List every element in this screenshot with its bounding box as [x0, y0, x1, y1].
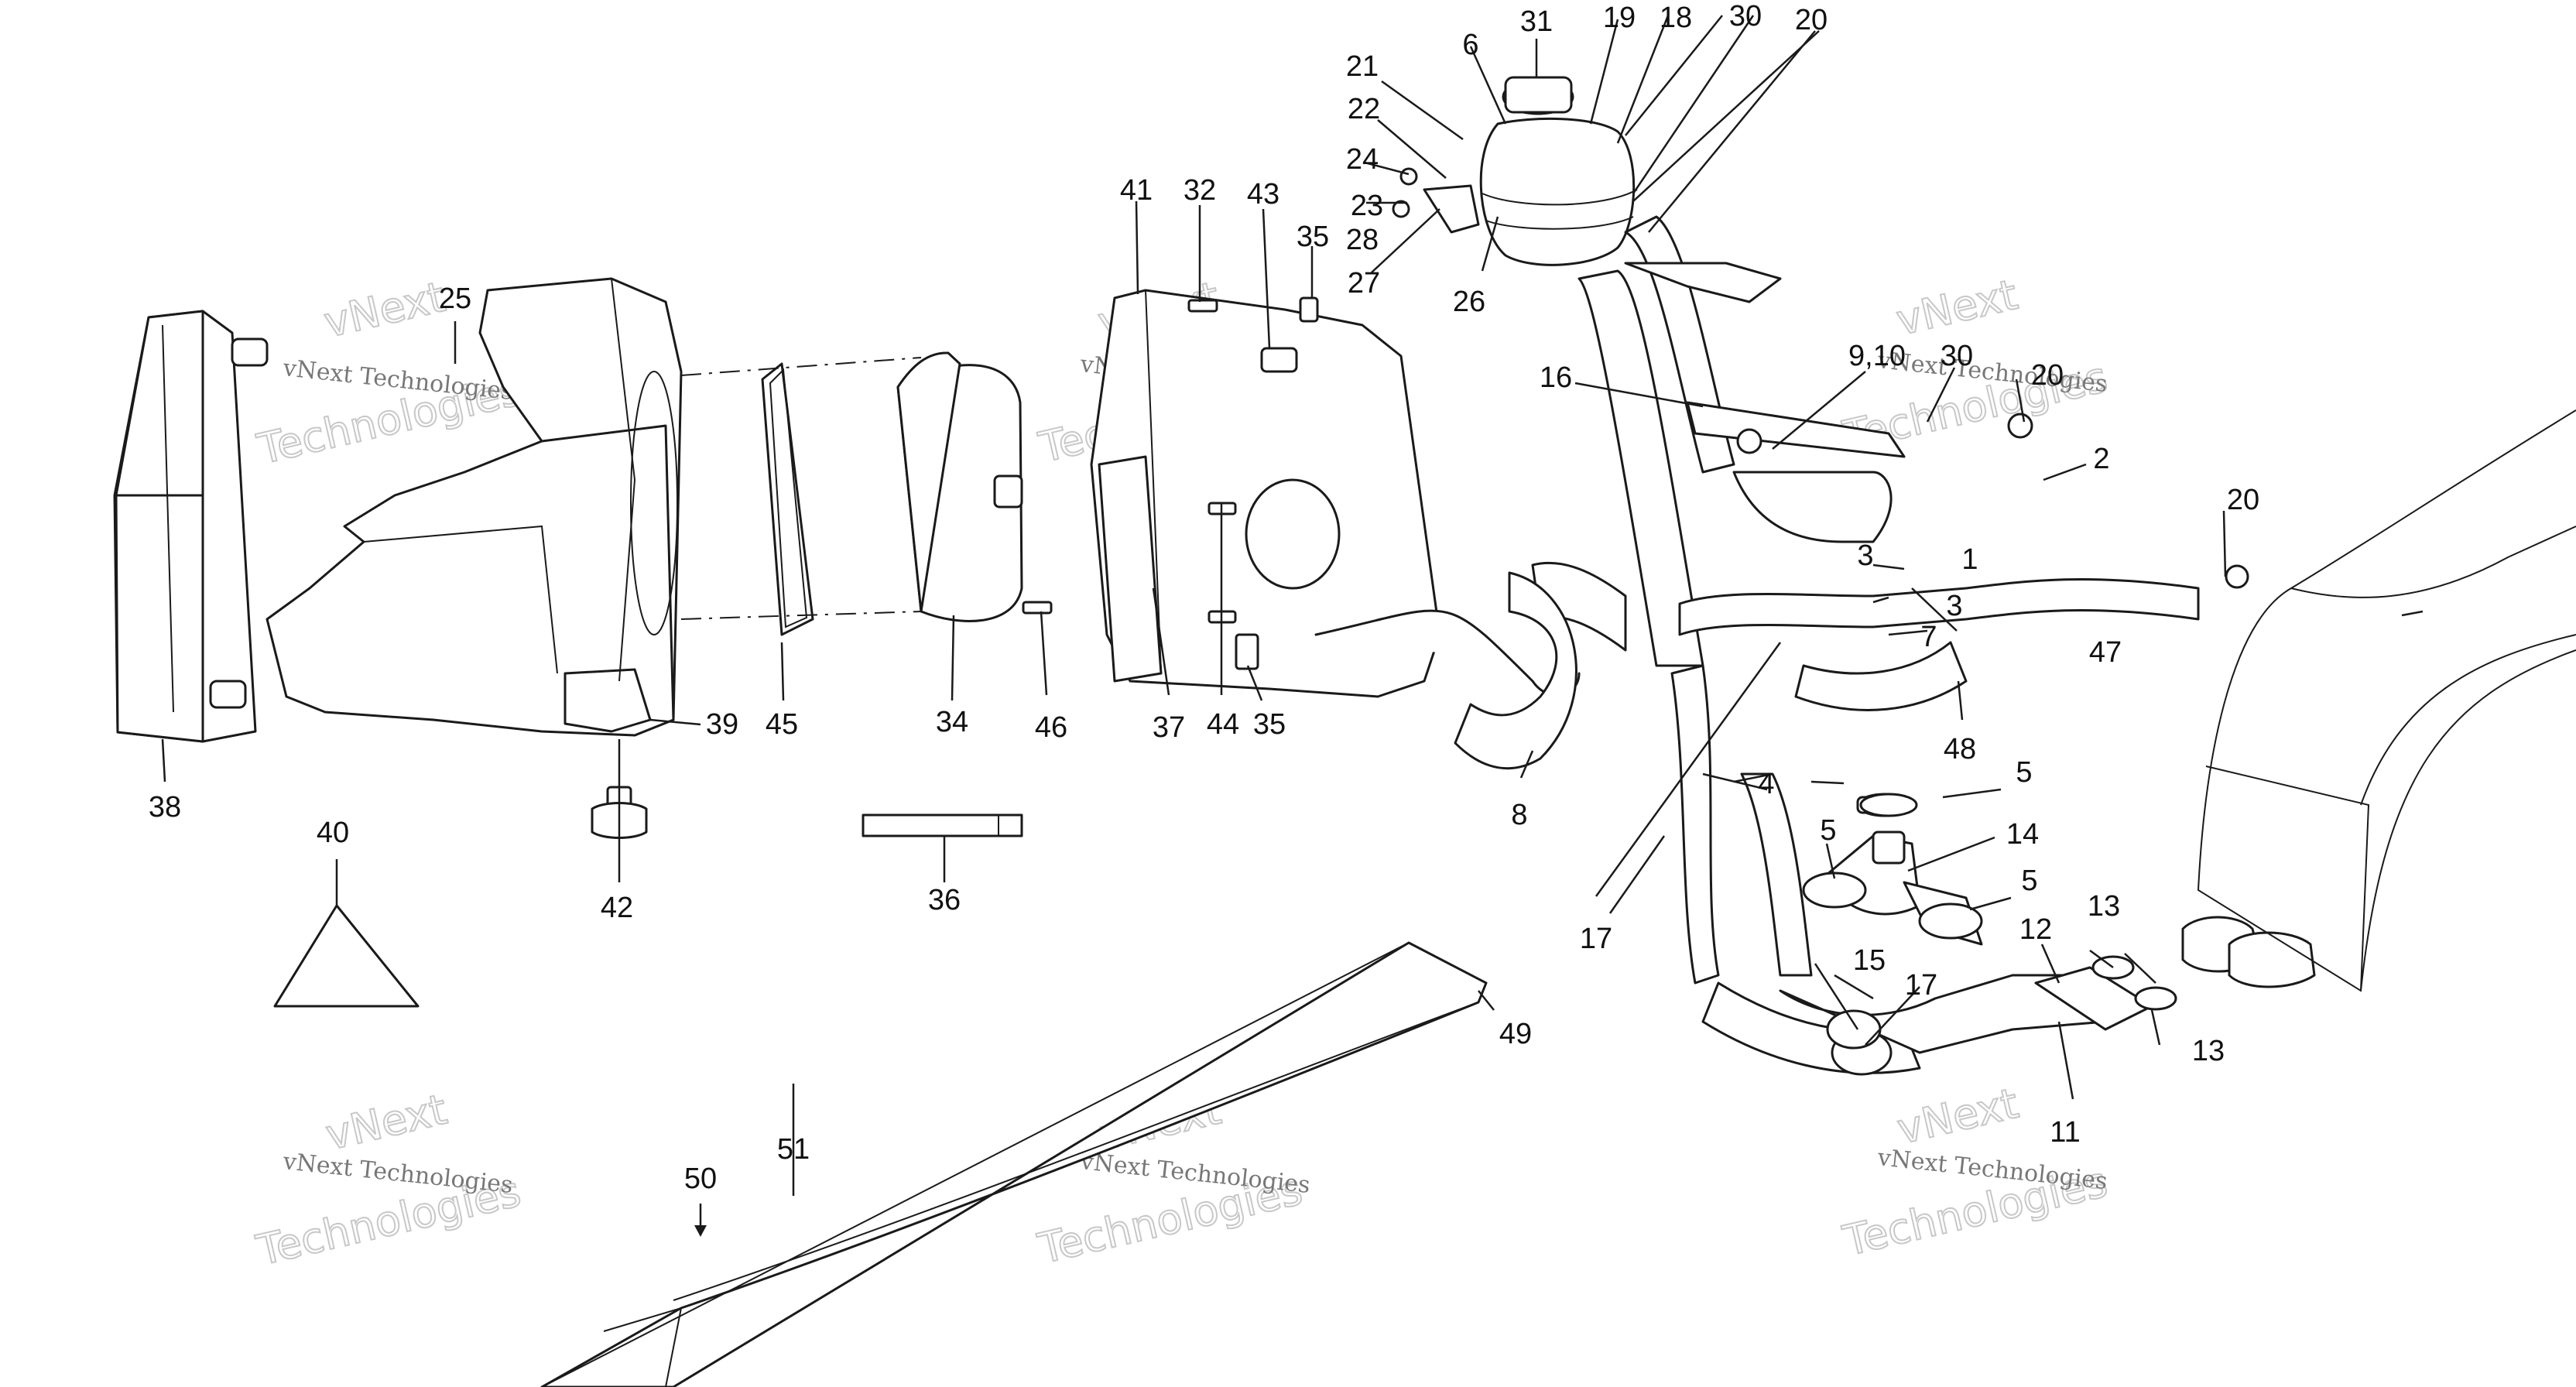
callout-labels: 1 2 3 3 4 5 5 5 6 7 8 9,10 11 12 13 13 1…: [149, 0, 2259, 1195]
callout-26: 26: [1453, 286, 1485, 318]
callout-51: 51: [777, 1133, 810, 1166]
callout-30-second: 30: [1941, 340, 1973, 372]
callout-36: 36: [928, 884, 961, 916]
radiator-housing-part: [1090, 289, 1581, 698]
callout-49: 49: [1499, 1018, 1532, 1050]
body-panel-part: [2197, 409, 2576, 992]
callout-15: 15: [1853, 944, 1886, 977]
callout-21: 21: [1346, 50, 1379, 83]
alignment-lines: [680, 357, 922, 620]
callout-5-third: 5: [2021, 865, 2037, 897]
callout-27: 27: [1348, 267, 1380, 300]
expansion-tank-part: [1423, 76, 1638, 266]
callout-1: 1: [1961, 543, 1978, 576]
callout-2: 2: [2093, 443, 2109, 475]
callout-24: 24: [1346, 143, 1379, 176]
callout-13-second: 13: [2192, 1035, 2225, 1067]
callout-47: 47: [2089, 636, 2122, 669]
callout-34: 34: [936, 706, 968, 738]
skid-panel-part: [540, 941, 1488, 1387]
curved-hose-part: [1454, 561, 1627, 770]
callout-5: 5: [2016, 756, 2032, 789]
callout-45: 45: [766, 708, 798, 741]
callout-19: 19: [1603, 2, 1636, 34]
callout-3: 3: [1857, 539, 1873, 572]
callout-16: 16: [1540, 361, 1572, 394]
callout-11: 11: [2050, 1116, 2080, 1149]
callout-50: 50: [684, 1163, 717, 1195]
callout-32: 32: [1184, 174, 1216, 207]
callout-4: 4: [1758, 768, 1774, 800]
watermark-word-vnext: vNext: [321, 1084, 451, 1159]
bar-part: [862, 813, 1023, 837]
callout-38: 38: [149, 791, 181, 824]
callout-43: 43: [1247, 178, 1279, 211]
callout-8: 8: [1511, 799, 1527, 831]
gasket-part: [761, 362, 814, 636]
callout-3-second: 3: [1946, 590, 1962, 622]
callout-28: 28: [1346, 224, 1379, 256]
watermark-word-vnext: vNext: [1892, 270, 2022, 345]
callout-42: 42: [601, 892, 633, 924]
callout-17: 17: [1905, 969, 1937, 1002]
callout-7: 7: [1920, 621, 1937, 653]
leader-lines: [161, 15, 2424, 1237]
callout-40: 40: [317, 817, 349, 849]
callout-23: 23: [1351, 190, 1383, 222]
callout-20-second: 20: [2031, 359, 2064, 392]
callout-30: 30: [1729, 0, 1762, 33]
callout-14: 14: [2006, 818, 2039, 851]
callout-22: 22: [1348, 93, 1380, 125]
callout-20: 20: [1795, 4, 1828, 36]
callout-31: 31: [1520, 5, 1553, 38]
callout-17-second: 17: [1580, 923, 1612, 955]
warning-triangle-part: [273, 904, 420, 1008]
callout-39: 39: [706, 708, 738, 741]
callout-5-second: 5: [1820, 814, 1836, 847]
fan-shroud-part: [265, 277, 683, 737]
callout-25: 25: [439, 283, 471, 315]
callout-12: 12: [2019, 913, 2052, 946]
watermark-word-vnext: vNext: [320, 272, 450, 348]
lower-outlet-assembly: [1701, 916, 2316, 1076]
callout-6: 6: [1462, 29, 1478, 61]
callout-13: 13: [2088, 890, 2120, 923]
arrow-head: [694, 1225, 707, 1237]
callout-46: 46: [1035, 711, 1067, 744]
watermark-company-text: vNext Technologies: [281, 1148, 514, 1199]
radiator-part: [113, 310, 269, 743]
callout-20-third: 20: [2227, 484, 2259, 516]
fan-part: [896, 351, 1023, 622]
callout-44: 44: [1207, 708, 1239, 741]
callout-37: 37: [1153, 711, 1185, 744]
callout-18: 18: [1660, 2, 1692, 34]
watermark-word-vnext: vNext: [1893, 1079, 2023, 1154]
callout-9-10: 9,10: [1848, 340, 1906, 372]
callout-41: 41: [1120, 174, 1153, 207]
callout-48: 48: [1944, 733, 1976, 765]
callout-35-second: 35: [1253, 708, 1286, 741]
callout-35: 35: [1297, 221, 1329, 253]
